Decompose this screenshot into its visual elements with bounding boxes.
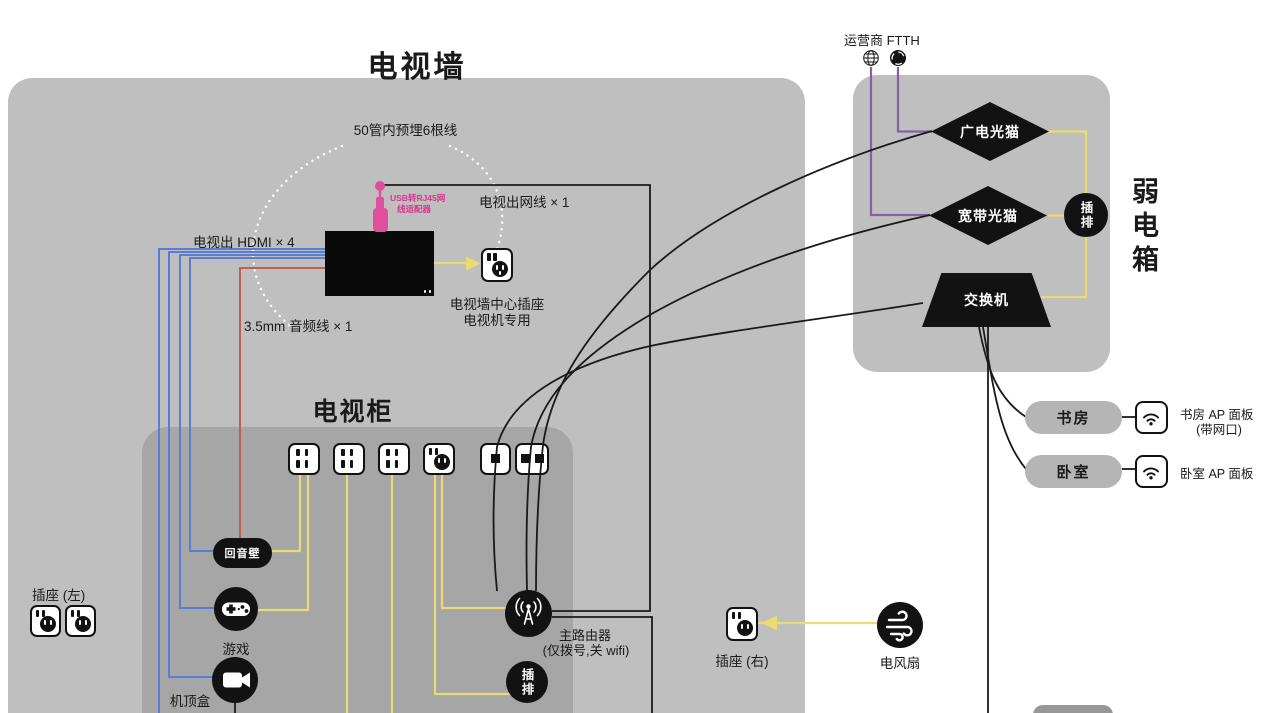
weak-box-title: 弱电箱 xyxy=(1128,177,1158,279)
usb-adapter-body xyxy=(372,208,388,232)
switch-node: 交换机 xyxy=(922,273,1051,327)
cabinet-power-strip-label: 插排 xyxy=(519,667,534,697)
left-socket-a xyxy=(30,605,61,637)
weakbox-power-strip-node: 插排 xyxy=(1064,193,1108,237)
usb-adapter-label-2: 线适配器 xyxy=(397,204,432,214)
usb-adapter-tip xyxy=(375,181,385,191)
hdmi-wires xyxy=(158,248,325,713)
tv-wall-title: 电视墙 xyxy=(367,51,467,84)
bedroom-ap-box xyxy=(1135,455,1168,488)
tv-audio-label: 3.5mm 音频线 × 1 xyxy=(244,319,353,334)
cabinet-socket-hdmi-1 xyxy=(288,443,320,475)
socket6-port-b xyxy=(535,454,544,463)
power-wires xyxy=(257,130,1088,713)
bedroom-pill: 卧室 xyxy=(1025,455,1122,488)
cabinet-socket-hdmi-3 xyxy=(378,443,410,475)
fiber-wires xyxy=(869,67,932,217)
tv-cabinet-title: 电视柜 xyxy=(312,398,394,426)
globe-icon xyxy=(863,50,879,66)
soundbar-node: 回音壁 xyxy=(213,538,272,568)
plug-arrows xyxy=(466,256,777,631)
game-console-node xyxy=(214,587,258,631)
socket5-port xyxy=(491,454,500,463)
usb-adapter-neck xyxy=(376,197,384,210)
left-socket-b xyxy=(65,605,96,637)
weakbox-power-strip-label: 插排 xyxy=(1078,200,1093,230)
right-socket xyxy=(726,607,758,641)
conduit-dotted-arcs xyxy=(251,144,504,330)
tv-hdmi-out-label: 电视出 HDMI × 4 xyxy=(193,235,295,250)
center-socket-label-1: 电视墙中心插座 xyxy=(449,297,545,312)
cabinet-power-strip-node: 插排 xyxy=(506,661,548,703)
main-router-node xyxy=(505,590,552,637)
study-room-pill: 书房 xyxy=(1025,401,1122,434)
tv-indicator-dot xyxy=(428,290,431,293)
video-camera-icon xyxy=(223,672,250,688)
broadband-modem-label: 宽带光猫 xyxy=(958,207,1018,224)
study-room-label: 书房 xyxy=(1056,410,1091,427)
bedroom-label: 卧室 xyxy=(1056,464,1091,481)
cabinet-socket-power xyxy=(423,443,455,475)
fan-label: 电风扇 xyxy=(879,656,921,671)
fan-node xyxy=(877,602,923,648)
switch-label: 交换机 xyxy=(964,292,1009,308)
network-wires xyxy=(234,130,1136,713)
bedroom-ap-label: 卧室 AP 面板 xyxy=(1180,467,1254,481)
tv-screen xyxy=(325,231,434,296)
conduit-label: 50管内预埋6根线 xyxy=(353,123,458,138)
tv-indicator-dot xyxy=(423,290,426,293)
study-ap-box xyxy=(1135,401,1168,434)
router-label-2: (仅拨号,关 wifi) xyxy=(542,643,630,658)
study-ap-label-1: 书房 AP 面板 xyxy=(1180,408,1254,422)
tv-center-socket xyxy=(481,248,513,282)
isp-label: 运营商 FTTH xyxy=(844,33,920,48)
wifi-icon xyxy=(1143,413,1159,426)
study-ap-label-2: (带网口) xyxy=(1196,423,1242,437)
wifi-icon xyxy=(1143,467,1159,480)
catv-modem-label: 广电光猫 xyxy=(960,123,1020,140)
soundbar-label: 回音壁 xyxy=(224,548,261,560)
right-socket-label: 插座 (右) xyxy=(715,654,769,669)
partial-room-pill xyxy=(1033,705,1113,713)
audio-wire xyxy=(239,267,325,539)
router-label-1: 主路由器 xyxy=(558,628,611,643)
aperture-icon xyxy=(890,50,906,66)
cabinet-socket-hdmi-2 xyxy=(333,443,365,475)
antenna-icon xyxy=(515,597,542,625)
set-top-box-node xyxy=(212,657,258,703)
game-label: 游戏 xyxy=(222,642,250,657)
center-socket-label-2: 电视机专用 xyxy=(463,313,531,328)
wind-icon xyxy=(885,610,913,642)
gamepad-icon xyxy=(222,602,250,616)
socket6-port-a xyxy=(521,454,530,463)
set-top-box-label: 机顶盒 xyxy=(169,694,211,709)
usb-adapter-label-1: USB转RJ45网 xyxy=(390,193,446,203)
tv-net-out-label: 电视出网线 × 1 xyxy=(479,195,570,210)
left-socket-label: 插座 (左) xyxy=(32,588,86,603)
